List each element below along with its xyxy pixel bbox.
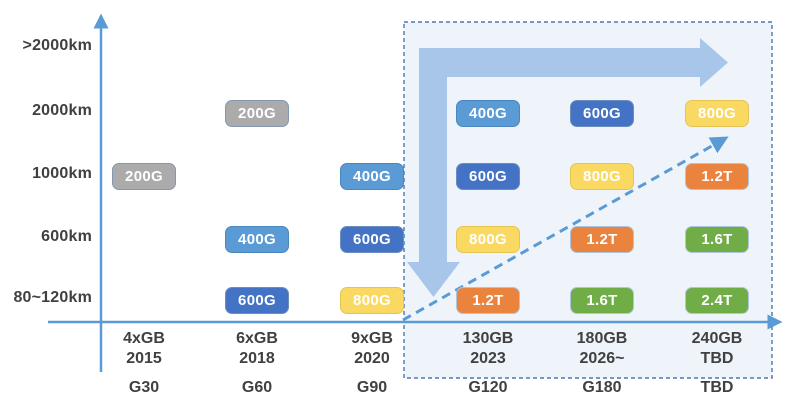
capacity-badge: 800G [685, 100, 749, 127]
capacity-badge: 200G [112, 163, 176, 190]
capacity-badge: 600G [570, 100, 634, 127]
capacity-badge: 800G [456, 226, 520, 253]
capacity-badge: 800G [570, 163, 634, 190]
capacity-badge: 200G [225, 100, 289, 127]
column-generation-label: G60 [241, 379, 273, 396]
column-year-label: TBD [700, 350, 734, 367]
column-year-label: 2015 [126, 350, 162, 367]
capacity-badge: 400G [225, 226, 289, 253]
column-generation-label: G30 [128, 379, 160, 396]
column-capacity-label: 130GB [462, 330, 514, 347]
column-capacity-label: 180GB [576, 330, 628, 347]
x-axis-column-label: 240GB TBD TBD [662, 329, 772, 398]
capacity-badge: 600G [225, 287, 289, 314]
capacity-badge: 800G [340, 287, 404, 314]
column-year-label: 2018 [239, 350, 275, 367]
column-year-label: 2023 [470, 350, 506, 367]
capacity-badge: 1.2T [685, 163, 749, 190]
capacity-badge: 600G [456, 163, 520, 190]
column-year-label: 2020 [354, 350, 390, 367]
capacity-badge: 2.4T [685, 287, 749, 314]
column-generation-label: G90 [356, 379, 388, 396]
highlight-box [403, 21, 773, 379]
capacity-badge: 400G [456, 100, 520, 127]
y-axis-label: 1000km [32, 165, 92, 182]
evolution-flow-arrow [407, 38, 728, 297]
capacity-badge: 1.6T [570, 287, 634, 314]
x-axis-column-label: 180GB 2026~ G180 [547, 329, 657, 398]
column-capacity-label: 9xGB [351, 330, 393, 347]
capacity-badge: 600G [340, 226, 404, 253]
y-axis-label: 80~120km [13, 289, 92, 306]
column-capacity-label: 6xGB [236, 330, 278, 347]
capacity-badge: 1.2T [570, 226, 634, 253]
column-generation-label: G180 [582, 379, 622, 396]
capacity-badge: 1.6T [685, 226, 749, 253]
y-axis-label: 600km [41, 228, 92, 245]
column-generation-label: G120 [468, 379, 508, 396]
capacity-badge: 400G [340, 163, 404, 190]
y-axis-label: 2000km [32, 102, 92, 119]
column-capacity-label: 240GB [691, 330, 743, 347]
column-capacity-label: 4xGB [123, 330, 165, 347]
column-generation-label: TBD [700, 379, 734, 396]
column-year-label: 2026~ [579, 350, 625, 367]
y-axis-label: >2000km [22, 37, 92, 54]
capacity-badge: 1.2T [456, 287, 520, 314]
